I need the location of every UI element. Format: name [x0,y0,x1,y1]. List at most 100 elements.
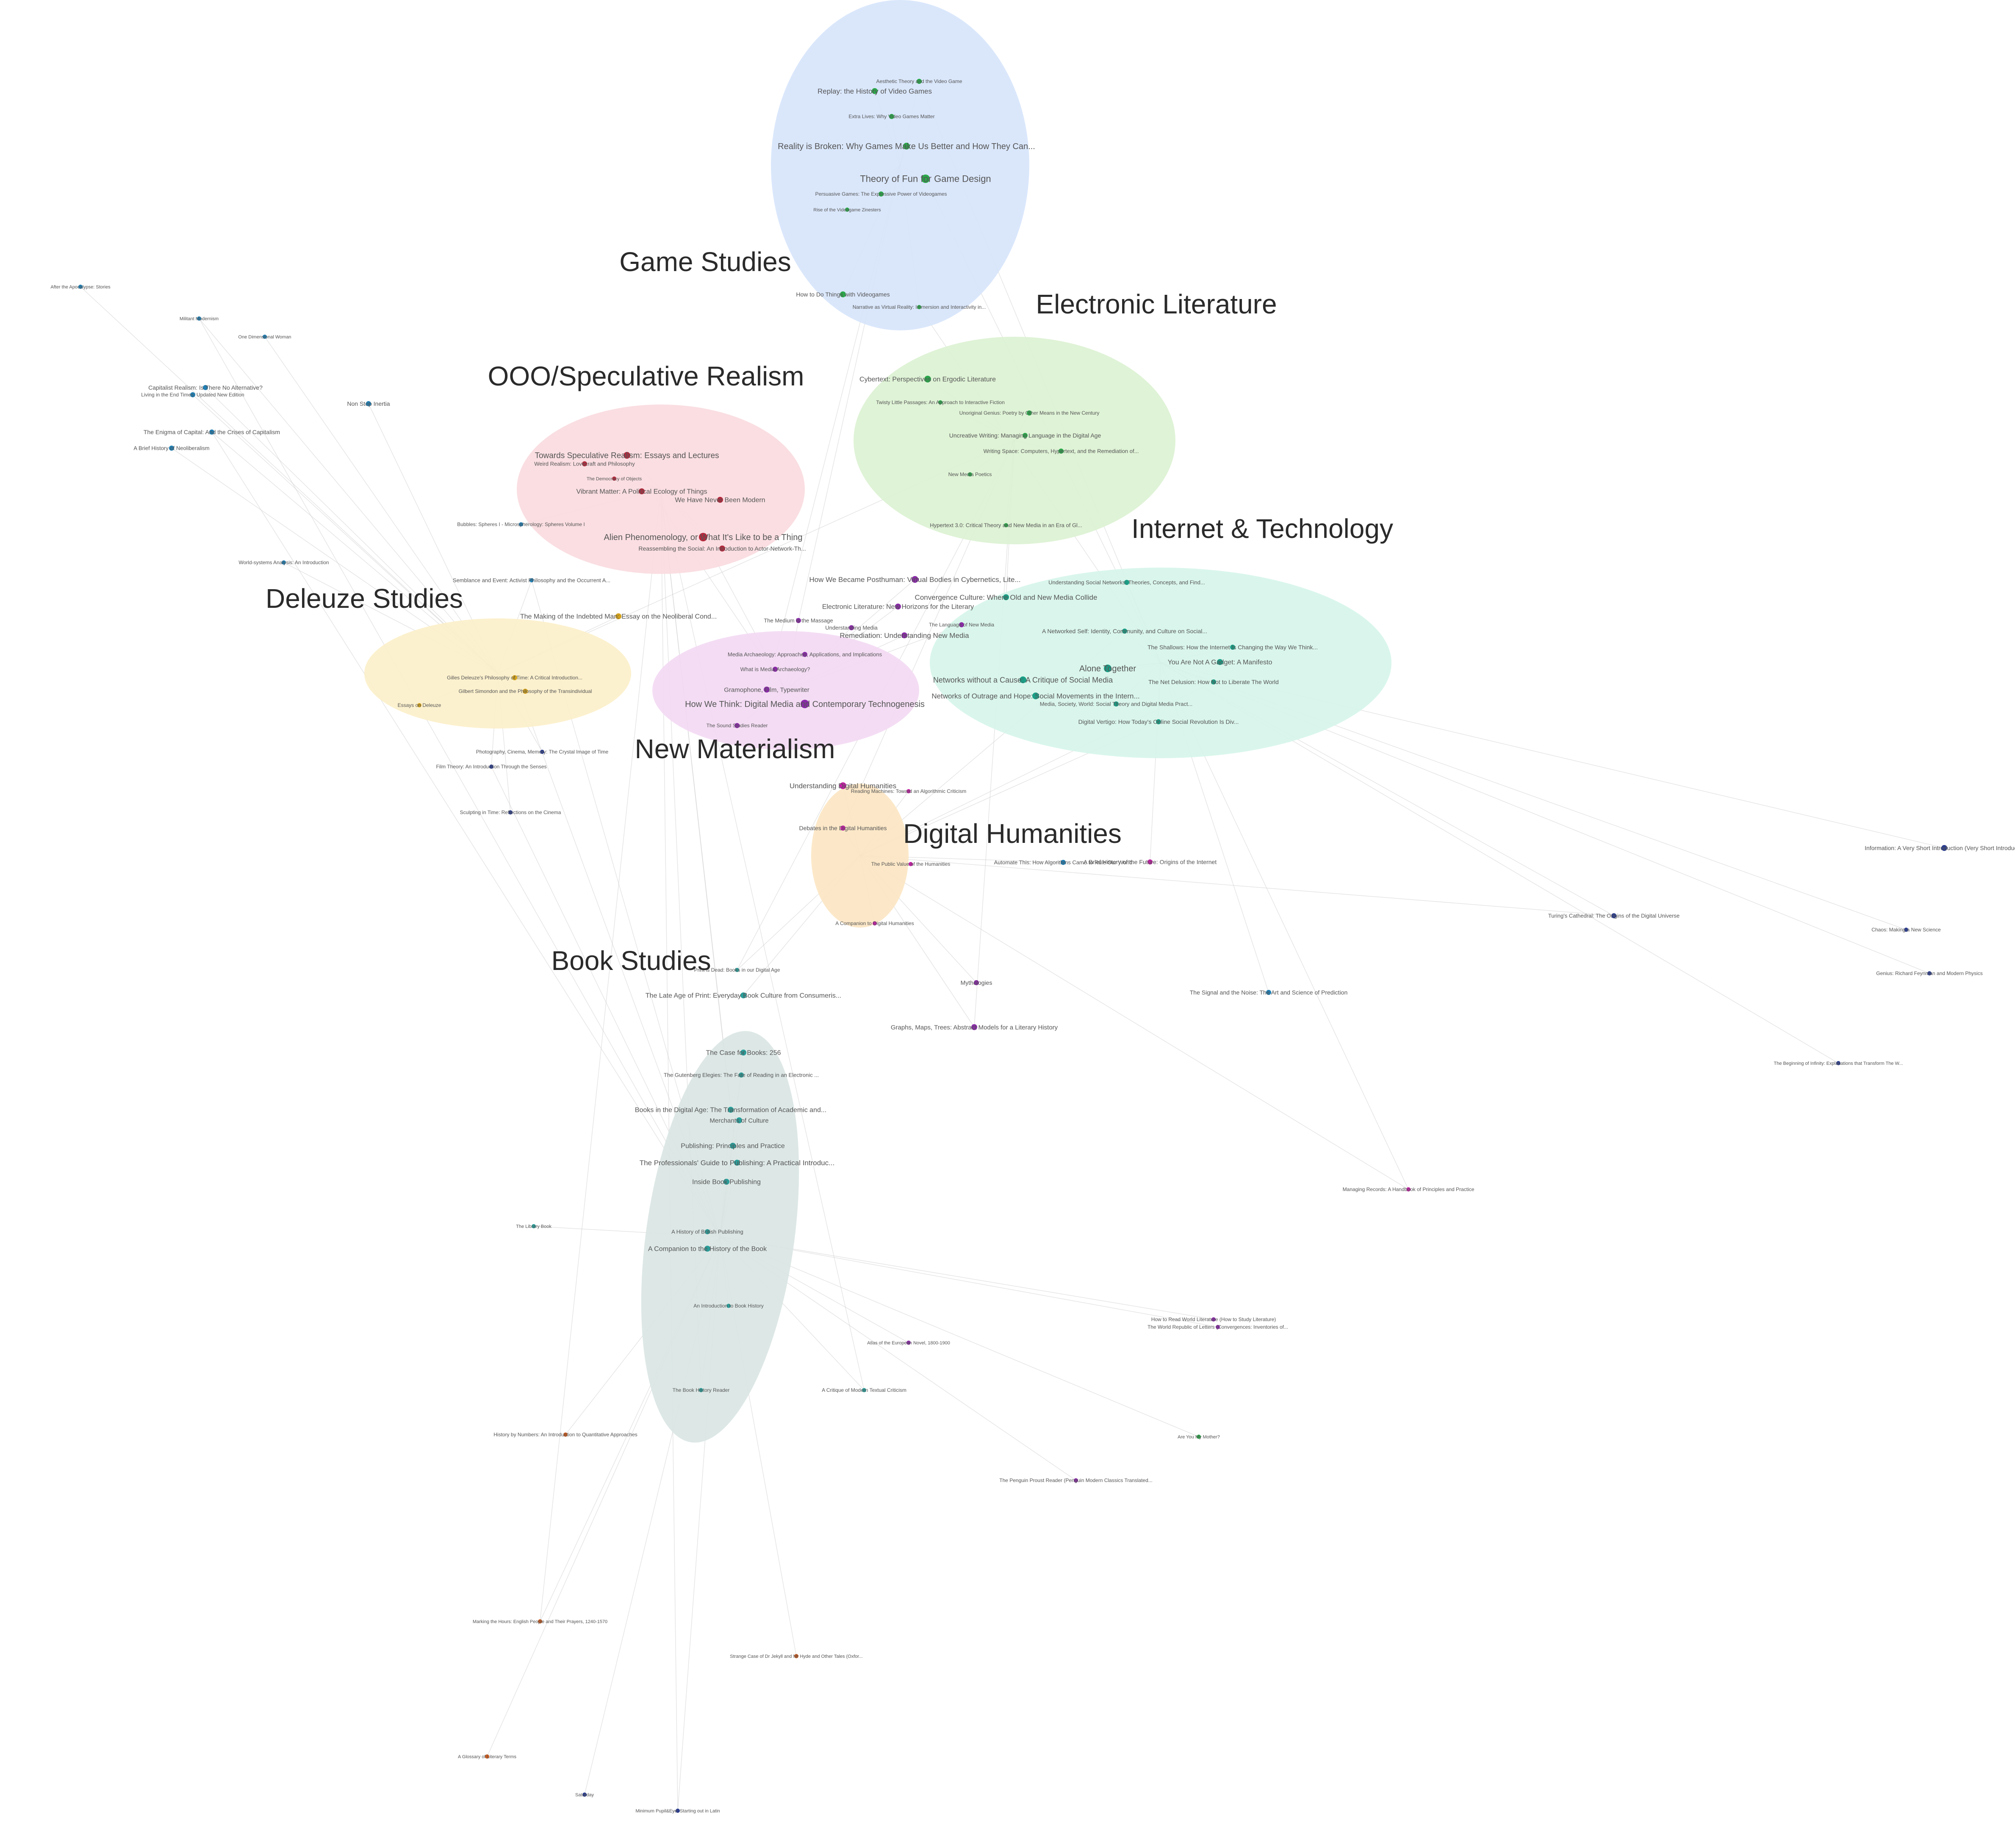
node-label: The Making of the Indebted Man: Essay on… [520,613,717,621]
node-after-the-apocalypse-stories: After the Apocalypse: Stories [50,285,111,290]
node-dot [906,1341,911,1345]
node-history-by-numbers-an-introduction-to-qu: History by Numbers: An Introduction to Q… [493,1432,637,1438]
node-dot [78,285,83,289]
node-a-brief-history-of-the-future-origins-of: A Brief History of the Future: Origins o… [1084,859,1217,865]
node-the-library-book: The Library Book [516,1224,552,1229]
node-a-networked-self-identity-community-and-: A Networked Self: Identity, Community, a… [1042,628,1207,634]
node-merchants-of-culture: Merchants of Culture [710,1117,768,1124]
node-label: Books in the Digital Age: The Transforma… [635,1107,826,1114]
node-weird-realism-lovecraft-and-philosophy: Weird Realism: Lovecraft and Philosophy [534,461,635,467]
node-dot [1004,523,1008,527]
node-dot [794,1654,798,1658]
node-what-is-media-archaeology: What is Media Archaeology? [740,666,810,673]
node-label: Replay: the History of Video Games [818,87,932,95]
node-dot [734,723,740,728]
node-label: Reading Machines: Toward an Algorithmic … [851,788,967,794]
edge [80,286,498,674]
node-label: Towards Speculative Realism: Essays and … [535,452,719,460]
node-dot [366,401,371,406]
node-dot [1216,1325,1220,1329]
node-the-gutenberg-elegies-the-fate-of-readin: The Gutenberg Elegies: The Fate of Readi… [664,1072,819,1078]
node-label: Sculpting in Time: Reflections on the Ci… [460,809,561,815]
node-dot [1020,676,1026,683]
node-dot [1197,1435,1201,1439]
node-label: The Net Delusion: How Not to Liberate Th… [1148,679,1279,685]
node-label: Essays on Deleuze [398,702,441,708]
node-inside-book-publishing: Inside Book Publishing [692,1179,761,1186]
node-label: New Media Poetics [948,471,992,477]
node-the-world-republic-of-letters-convergenc: The World Republic of Letters (Convergen… [1147,1324,1288,1330]
node-a-brief-history-of-neoliberalism: A Brief History of Neoliberalism [133,445,209,452]
node-label: Capitalist Realism: Is There No Alternat… [148,384,263,391]
node-dot [676,1809,680,1813]
node-dot [1124,580,1129,585]
node-dot [197,316,201,321]
node-writing-space-computers-hypertext-and-th: Writing Space: Computers, Hypertext, and… [984,448,1139,454]
node-narrative-as-virtual-reality-immersion-a: Narrative as Virtual Reality: Immersion … [853,304,986,310]
node-dot [1211,1317,1216,1322]
node-label: The Gutenberg Elegies: The Fate of Readi… [664,1072,819,1078]
node-understanding-social-networks-theories-c: Understanding Social Networks: Theories,… [1048,579,1205,586]
cluster-label-new-materialism: New Materialism [635,734,835,764]
node-label: The Sound Studies Reader [707,723,768,729]
node-dot [582,461,587,466]
node-gilles-deleuze-s-philosophy-of-time-a-cr: Gilles Deleuze's Philosophy of Time: A C… [447,675,582,681]
node-dot [730,1143,736,1149]
node-label: Networks of Outrage and Hope: Social Mov… [931,692,1139,700]
edge [211,432,721,1237]
node-dot [728,1107,734,1113]
node-chaos-making-a-new-science: Chaos: Making a New Science [1871,927,1941,933]
node-dot [901,632,907,638]
node-the-democracy-of-objects: The Democracy of Objects [587,477,642,482]
node-dot [563,1432,568,1437]
node-dot [917,305,921,309]
node-label: The Enigma of Capital: And the Crises of… [144,429,280,435]
node-saturday: Saturday [575,1793,594,1798]
node-information-a-very-short-introduction-ve: Information: A Very Short Introduction (… [1865,845,2015,851]
node-label: How to Do Things with Videogames [796,291,890,298]
node-capitalist-realism-is-there-no-alternati: Capitalist Realism: Is There No Alternat… [148,384,263,391]
node-dot [532,1224,536,1228]
node-managing-records-a-handbook-of-principle: Managing Records: A Handbook of Principl… [1343,1186,1475,1192]
node-how-we-think-digital-media-and-contempor: How We Think: Digital Media and Contempo… [685,700,925,709]
node-dot [895,604,901,610]
node-dot [909,862,913,866]
node-reality-is-broken-why-games-make-us-bett: Reality is Broken: Why Games Make Us Bet… [778,142,1035,151]
cluster-label-ooo-speculative-realism: OOO/Speculative Realism [488,361,804,391]
node-dot [209,429,214,435]
node-dot [1074,1478,1078,1482]
node-a-history-of-british-publishing: A History of British Publishing [671,1229,743,1235]
node-dot [1230,645,1235,650]
node-label: A Companion to Digital Humanities [835,920,914,926]
node-label: Mythologies [961,979,992,986]
node-label: History by Numbers: An Introduction to Q… [493,1432,637,1438]
node-label: A Companion to the History of the Book [648,1246,767,1253]
node-graphs-maps-trees-abstract-models-for-a-: Graphs, Maps, Trees: Abstract Models for… [891,1024,1058,1031]
node-dot [704,1246,710,1252]
node-label: A Networked Self: Identity, Community, a… [1042,628,1207,634]
node-label: What is Media Archaeology? [740,666,810,673]
node-dot [699,533,707,541]
node-label: The Late Age of Print: Everyday Book Cul… [646,992,841,1000]
node-a-glossary-of-literary-terms: A Glossary of Literary Terms [458,1754,516,1759]
node-dot [719,546,725,551]
node-label: Photography, Cinema, Memory: The Crystal… [476,749,609,755]
edge [720,1236,1214,1320]
node-label: Networks without a Cause: A Critique of … [933,676,1113,684]
node-label: Print is Dead: Books in our Digital Age [694,967,780,973]
node-dot [845,208,849,212]
node-dot [417,703,421,707]
node-label: We Have Never Been Modern [675,497,765,504]
node-aesthetic-theory-and-the-video-game: Aesthetic Theory and the Video Game [876,78,962,84]
node-label: Remediation: Understanding New Media [840,632,969,640]
node-label: Rise of the Videogame Zinesters [813,208,881,213]
node-label: Merchants of Culture [710,1117,768,1124]
node-label: Graphs, Maps, Trees: Abstract Models for… [891,1024,1058,1031]
node-the-professionals-guide-to-publishing-a-: The Professionals' Guide to Publishing: … [640,1159,835,1167]
node-dot [938,400,942,405]
node-dot [538,1619,542,1624]
node-label: The Case for Books: 256 [706,1050,781,1057]
node-dot [734,1160,740,1166]
node-a-companion-to-the-history-of-the-book: A Companion to the History of the Book [648,1246,767,1253]
node-label: Uncreative Writing: Managing Language in… [949,432,1101,439]
